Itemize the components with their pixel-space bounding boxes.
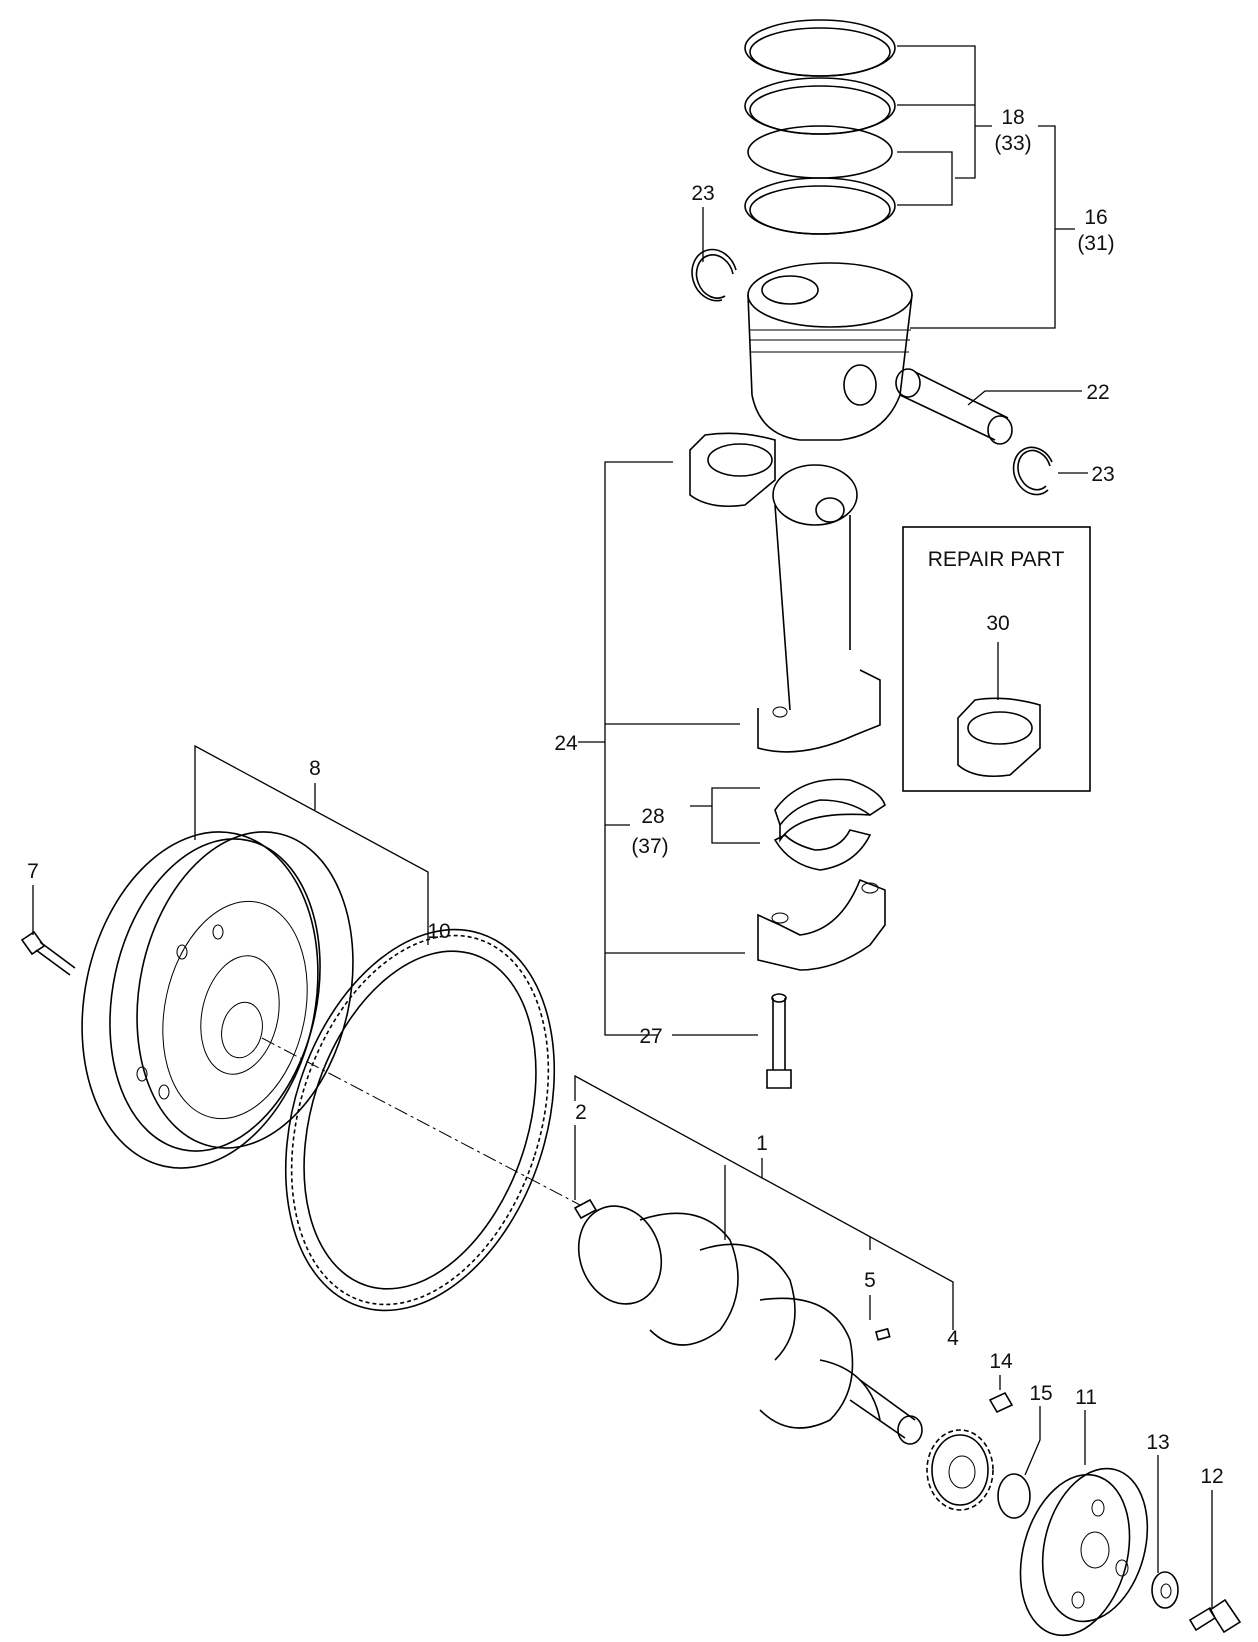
piston-rings <box>744 19 896 235</box>
callout-8: 8 <box>309 757 321 780</box>
callout-labels: 18 (33) 16 (31) 23 22 23 24 28 (37) 27 8… <box>27 106 1224 1488</box>
callout-5: 5 <box>864 1269 876 1292</box>
callout-23-right: 23 <box>1091 463 1114 486</box>
crankshaft <box>577 1205 923 1445</box>
flywheel-bolt <box>20 930 76 976</box>
callout-16-alt: (31) <box>1077 232 1114 255</box>
piston-pin <box>895 368 1013 445</box>
callout-1: 1 <box>756 1132 768 1155</box>
washer <box>1151 1571 1179 1609</box>
callout-22: 22 <box>1086 381 1109 404</box>
snap-rings <box>691 248 1053 496</box>
callout-11: 11 <box>1075 1386 1097 1409</box>
callout-13: 13 <box>1146 1431 1169 1454</box>
piston <box>747 262 913 441</box>
small-end-bushing <box>689 432 776 508</box>
callout-15: 15 <box>1029 1382 1052 1405</box>
o-ring <box>997 1473 1031 1519</box>
rod-bolt <box>766 993 792 1089</box>
callout-2: 2 <box>575 1101 587 1124</box>
connecting-rod <box>757 464 881 753</box>
pulley <box>1019 1467 1149 1637</box>
callout-10: 10 <box>427 920 450 943</box>
callout-18: 18 <box>1001 106 1024 129</box>
callout-24: 24 <box>554 732 578 755</box>
callout-28: 28 <box>641 805 664 828</box>
callout-18-alt: (33) <box>994 132 1031 155</box>
repair-part-number: 30 <box>986 612 1009 635</box>
pulley-bolt <box>1188 1598 1242 1634</box>
repair-part-title: REPAIR PART <box>928 548 1065 571</box>
key <box>988 1391 1014 1414</box>
ring-gear <box>284 928 556 1312</box>
callout-12: 12 <box>1200 1465 1223 1488</box>
callout-16: 16 <box>1084 206 1107 229</box>
callout-28-alt: (37) <box>631 835 668 858</box>
callout-14: 14 <box>989 1350 1013 1373</box>
callout-4: 4 <box>947 1327 959 1350</box>
crank-gear <box>926 1429 994 1511</box>
callout-7: 7 <box>27 860 39 883</box>
flywheel <box>81 831 354 1169</box>
repair-part-box: REPAIR PART 30 <box>902 526 1091 792</box>
leader-lines <box>32 45 1213 1608</box>
center-line <box>261 1037 581 1206</box>
callout-23-top: 23 <box>691 182 714 205</box>
callout-27: 27 <box>639 1025 662 1048</box>
rod-cap <box>757 878 886 971</box>
bearing-shells <box>773 778 886 871</box>
dowel-pin <box>573 1198 598 1220</box>
